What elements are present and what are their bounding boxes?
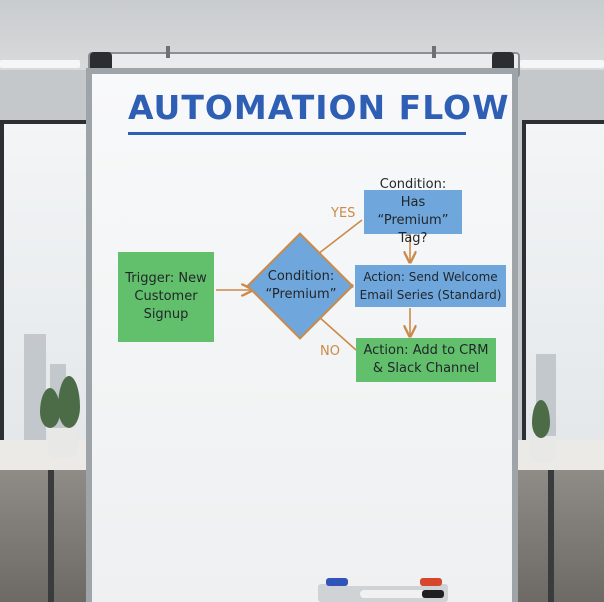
board-clip [166, 46, 170, 58]
condition-tag-node: Condition: Has “Premium” Tag? [364, 177, 462, 246]
action-crm-node: Action: Add to CRM & Slack Channel [356, 338, 496, 382]
condition-label: Condition: “Premium” [265, 269, 337, 302]
plant-leaf [40, 388, 60, 428]
blue-marker[interactable] [326, 578, 402, 586]
right-window [522, 120, 604, 458]
red-marker[interactable] [390, 578, 442, 586]
action-welcome-node: Action: Send Welcome Email Series (Stand… [355, 265, 506, 307]
plant-pot [48, 428, 78, 458]
desk-leg [48, 470, 54, 602]
diagram-title: AUTOMATION FLOW [128, 88, 510, 127]
arrow-condition-no [317, 315, 357, 351]
plant-leaf [532, 400, 550, 438]
plant-leaf [58, 376, 80, 428]
title-underline [128, 132, 466, 135]
ceiling-light [0, 60, 80, 68]
trigger-node: Trigger: New Customer Signup [118, 252, 214, 342]
board-clip [432, 46, 436, 58]
desk-leg [548, 470, 554, 602]
arrow-condition-yes [317, 219, 363, 255]
ceiling-light [520, 60, 604, 68]
no-label: NO [320, 344, 340, 359]
yes-label: YES [331, 206, 356, 221]
plant-pot [530, 436, 556, 462]
black-marker[interactable] [360, 590, 444, 598]
